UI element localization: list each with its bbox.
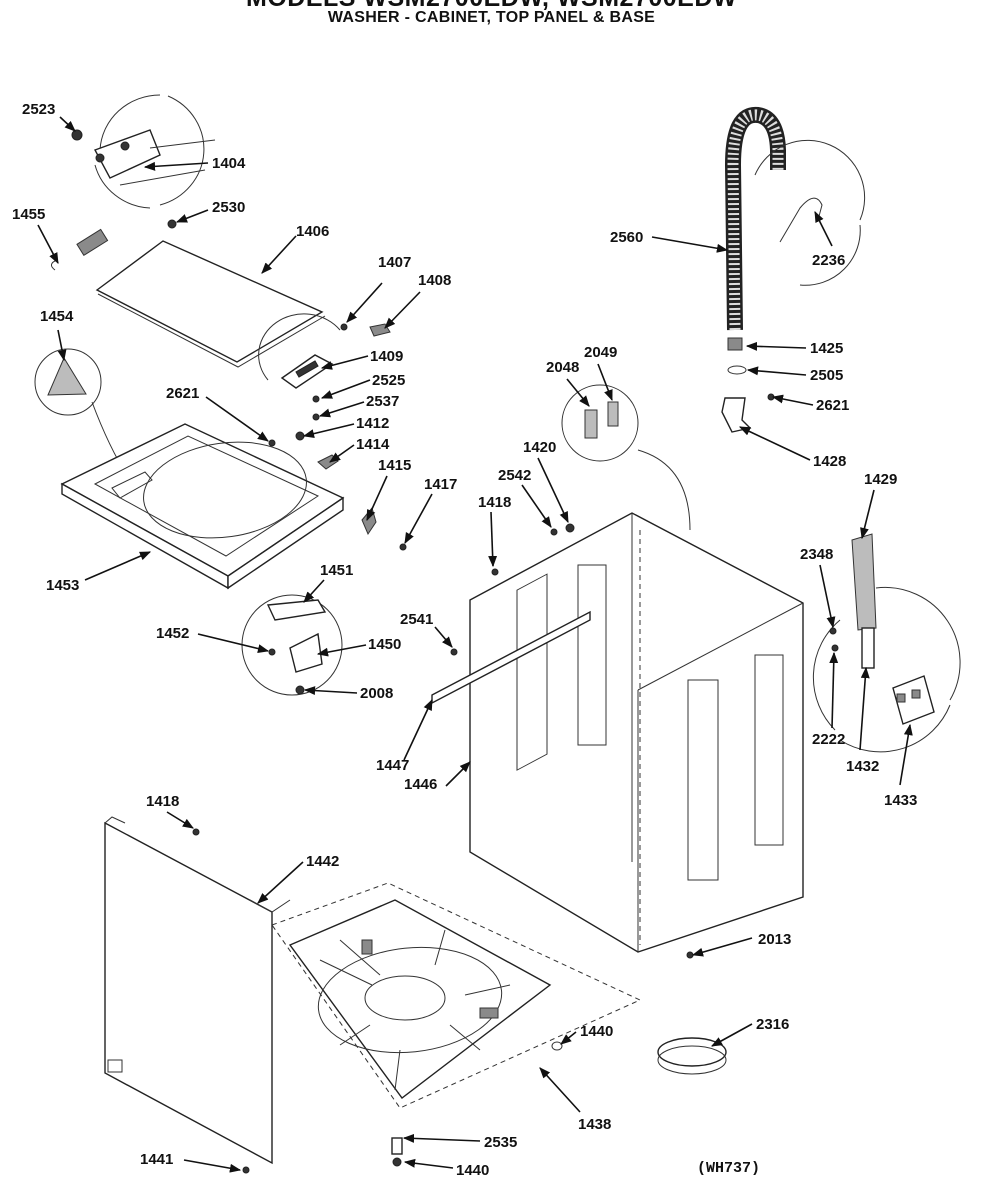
callout-1420: 1420 <box>523 439 556 456</box>
hinge-detail <box>71 94 216 209</box>
callout-1455: 1455 <box>12 206 45 223</box>
figure-code: (WH737) <box>697 1160 760 1177</box>
callout-2621-right: 2621 <box>816 397 849 414</box>
callout-1418-top: 1418 <box>478 494 511 511</box>
front-panel-part <box>104 816 291 1174</box>
callout-1441: 1441 <box>140 1151 173 1168</box>
leader-lines <box>37 116 913 1173</box>
callout-1407: 1407 <box>378 254 411 271</box>
callout-1432: 1432 <box>846 758 879 775</box>
callout-1408: 1408 <box>418 272 451 289</box>
callout-2537: 2537 <box>366 393 399 410</box>
callout-2348: 2348 <box>800 546 833 563</box>
base-part <box>271 882 642 1167</box>
callout-1454: 1454 <box>40 308 74 325</box>
callout-1404: 1404 <box>212 155 246 172</box>
callout-1418-bottom: 1418 <box>146 793 179 810</box>
ring-part <box>657 1037 727 1075</box>
diagram-model-title: MODELS WSM2700EDW, WSM2700EDW <box>0 0 983 13</box>
callout-1446: 1446 <box>404 776 437 793</box>
callout-1429: 1429 <box>864 471 897 488</box>
callout-2008: 2008 <box>360 685 393 702</box>
callout-2013: 2013 <box>758 931 791 948</box>
callout-2560: 2560 <box>610 229 643 246</box>
callout-1414: 1414 <box>356 436 390 453</box>
callout-2505: 2505 <box>810 367 843 384</box>
callout-1452: 1452 <box>156 625 189 642</box>
callout-2222: 2222 <box>812 731 845 748</box>
callout-2236: 2236 <box>812 252 845 269</box>
drain-hose-part <box>721 106 866 433</box>
callout-2621-top: 2621 <box>166 385 199 402</box>
callout-1409: 1409 <box>370 348 403 365</box>
callout-2523: 2523 <box>22 101 55 118</box>
top-panel-part <box>60 423 407 590</box>
callout-2542: 2542 <box>498 467 531 484</box>
callout-1415: 1415 <box>378 457 411 474</box>
callout-2049: 2049 <box>584 344 617 361</box>
brackets-detail <box>561 384 691 531</box>
callout-1433: 1433 <box>884 792 917 809</box>
callout-1440-mid: 1440 <box>580 1023 613 1040</box>
callout-1428: 1428 <box>813 453 846 470</box>
spring-part <box>51 228 109 271</box>
callout-1438: 1438 <box>578 1116 611 1133</box>
callout-1417: 1417 <box>424 476 457 493</box>
valve-detail <box>812 533 961 753</box>
lid-part <box>95 240 326 368</box>
switch-detail <box>241 594 343 696</box>
callout-1412: 1412 <box>356 415 389 432</box>
callout-1450: 1450 <box>368 636 401 653</box>
callout-2316: 2316 <box>756 1016 789 1033</box>
callout-1447: 1447 <box>376 757 409 774</box>
callout-1451: 1451 <box>320 562 353 579</box>
screw-part <box>167 219 177 229</box>
cabinet-part <box>431 512 804 959</box>
callout-1442: 1442 <box>306 853 339 870</box>
callout-labels: 2523 1404 1455 2530 1406 1407 1408 1454 … <box>12 101 917 1179</box>
callout-2525: 2525 <box>372 372 405 389</box>
callout-1440-bottom: 1440 <box>456 1162 489 1179</box>
bumper-detail <box>34 348 131 481</box>
callout-1406: 1406 <box>296 223 329 240</box>
callout-2530: 2530 <box>212 199 245 216</box>
callout-2541: 2541 <box>400 611 433 628</box>
callout-2048: 2048 <box>546 359 579 376</box>
callout-1453: 1453 <box>46 577 79 594</box>
callout-1425: 1425 <box>810 340 843 357</box>
callout-2535: 2535 <box>484 1134 517 1151</box>
diagram-subtitle: WASHER - CABINET, TOP PANEL & BASE <box>327 9 656 26</box>
